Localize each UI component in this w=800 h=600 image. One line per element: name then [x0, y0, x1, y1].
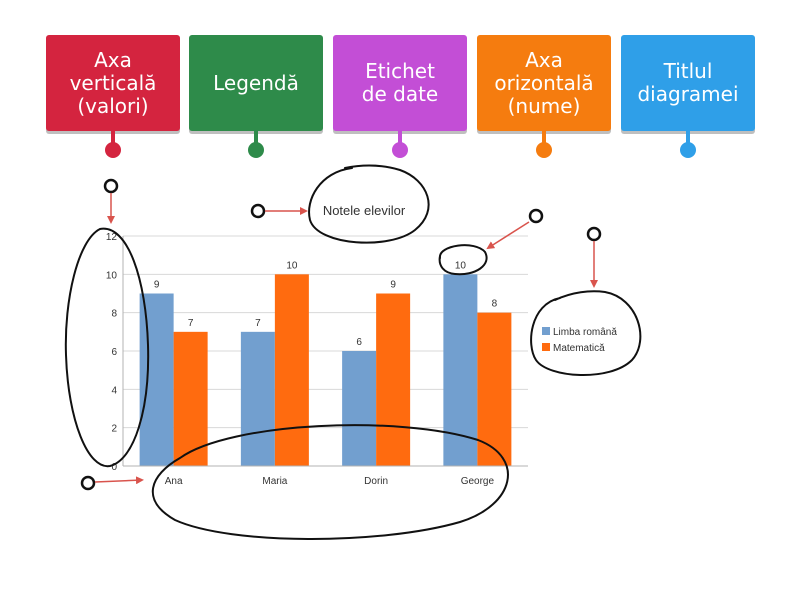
drop-target-1[interactable] — [248, 142, 264, 158]
legend-swatch-1 — [542, 343, 550, 351]
x-tick-label: Maria — [262, 476, 287, 487]
x-tick-label: Dorin — [364, 476, 388, 487]
bar — [477, 312, 512, 466]
tile-stem-0 — [111, 131, 115, 144]
y-tick-labels: 0 2 4 6 8 10 12 — [106, 232, 118, 473]
bars — [139, 274, 512, 466]
x-tick-label: George — [461, 476, 495, 487]
tile-stem-3 — [542, 131, 546, 144]
x-tick-labels: Ana Maria Dorin George — [165, 476, 495, 487]
y-tick-label: 12 — [106, 232, 118, 243]
drop-target-3[interactable] — [536, 142, 552, 158]
data-label: 7 — [255, 318, 261, 329]
y-tick-label: 6 — [111, 347, 117, 358]
bar — [139, 293, 174, 466]
y-tick-label: 2 — [111, 424, 117, 435]
tile-stem-4 — [686, 131, 690, 144]
axes — [122, 236, 528, 467]
y-tick-label: 8 — [111, 309, 117, 320]
bar — [376, 293, 411, 466]
bar — [173, 331, 208, 466]
y-tick-label: 0 — [111, 462, 117, 473]
drop-target-2[interactable] — [392, 142, 408, 158]
bar — [342, 351, 377, 466]
circle-vertical-axis — [64, 227, 150, 468]
tile-horizontal-axis[interactable]: Axa orizontală (nume) — [477, 35, 611, 131]
circle-horizontal-axis — [151, 424, 509, 540]
bar — [274, 274, 309, 466]
data-label: 10 — [286, 260, 298, 271]
tile-vertical-axis[interactable]: Axa verticală (valori) — [46, 35, 180, 131]
data-label: 9 — [390, 280, 396, 291]
tile-stem-2 — [398, 131, 402, 144]
legend-label-0: Limba română — [553, 327, 617, 338]
legend: Limba română Matematică — [542, 327, 617, 354]
chart-title: Notele elevilor — [323, 203, 406, 218]
drop-target-4[interactable] — [680, 142, 696, 158]
pointer-vertical-axis[interactable] — [103, 178, 119, 224]
hand-drawn-circles — [64, 164, 642, 540]
tile-data-label[interactable]: Etichet de date — [333, 35, 467, 131]
pointer-chart-title[interactable] — [250, 203, 308, 219]
pointer-legend[interactable] — [586, 226, 602, 288]
bar — [443, 274, 478, 466]
y-tick-label: 4 — [111, 385, 117, 396]
data-label: 9 — [154, 280, 160, 291]
tile-legend[interactable]: Legendă — [189, 35, 323, 131]
data-labels: 9 7 7 10 6 9 10 8 — [154, 260, 498, 348]
legend-swatch-0 — [542, 327, 550, 335]
data-label: 6 — [356, 337, 362, 348]
y-tick-label: 10 — [106, 270, 118, 281]
bar — [240, 331, 275, 466]
data-label: 8 — [492, 299, 498, 310]
x-tick-label: Ana — [165, 476, 183, 487]
legend-label-1: Matematică — [553, 343, 605, 354]
circle-chart-title — [308, 164, 430, 244]
drop-target-0[interactable] — [105, 142, 121, 158]
data-label: 7 — [188, 318, 194, 329]
circle-legend — [530, 290, 642, 377]
tile-stem-1 — [254, 131, 258, 144]
pointer-horizontal-axis[interactable] — [80, 475, 144, 491]
pointer-data-label[interactable] — [486, 208, 544, 250]
data-label: 10 — [455, 260, 467, 271]
circle-data-label — [438, 244, 488, 276]
pointer-arrows — [80, 178, 602, 491]
tile-chart-title[interactable]: Titlul diagramei — [621, 35, 755, 131]
